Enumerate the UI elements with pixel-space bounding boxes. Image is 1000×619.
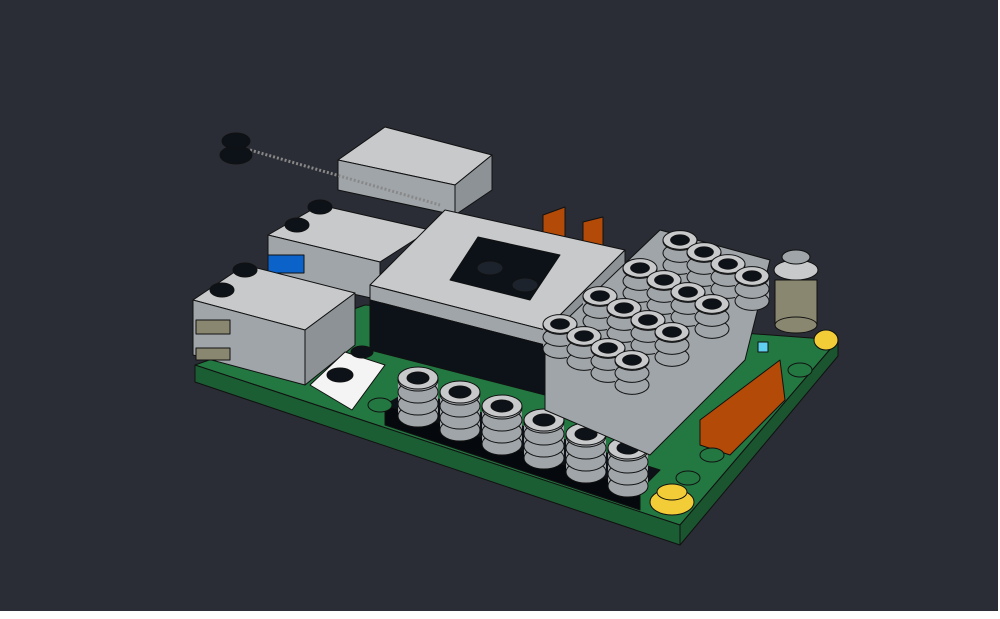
- round-bricks: [397, 366, 649, 498]
- tan-tile: [195, 347, 231, 361]
- blue-tile: [267, 254, 305, 274]
- tan-tile: [195, 319, 231, 335]
- gray-brick-rear: [337, 126, 493, 216]
- round-brick: [397, 366, 439, 428]
- green-studs: [367, 362, 813, 486]
- antenna: [219, 132, 441, 207]
- round-brick: [523, 408, 565, 470]
- round-brick: [481, 394, 523, 456]
- round-brick: [439, 380, 481, 442]
- tan-cylinder: [773, 249, 819, 334]
- gray-stud: [662, 230, 698, 275]
- yellow-studs: [649, 329, 839, 516]
- gray-stud-block: [542, 229, 771, 456]
- gray-stud: [694, 294, 730, 339]
- gray-stud: [734, 266, 770, 311]
- trans-light-blue-tile: [757, 341, 769, 353]
- gray-stud: [614, 350, 650, 395]
- gray-stud: [654, 322, 690, 367]
- gray-bricks-left: [192, 199, 431, 411]
